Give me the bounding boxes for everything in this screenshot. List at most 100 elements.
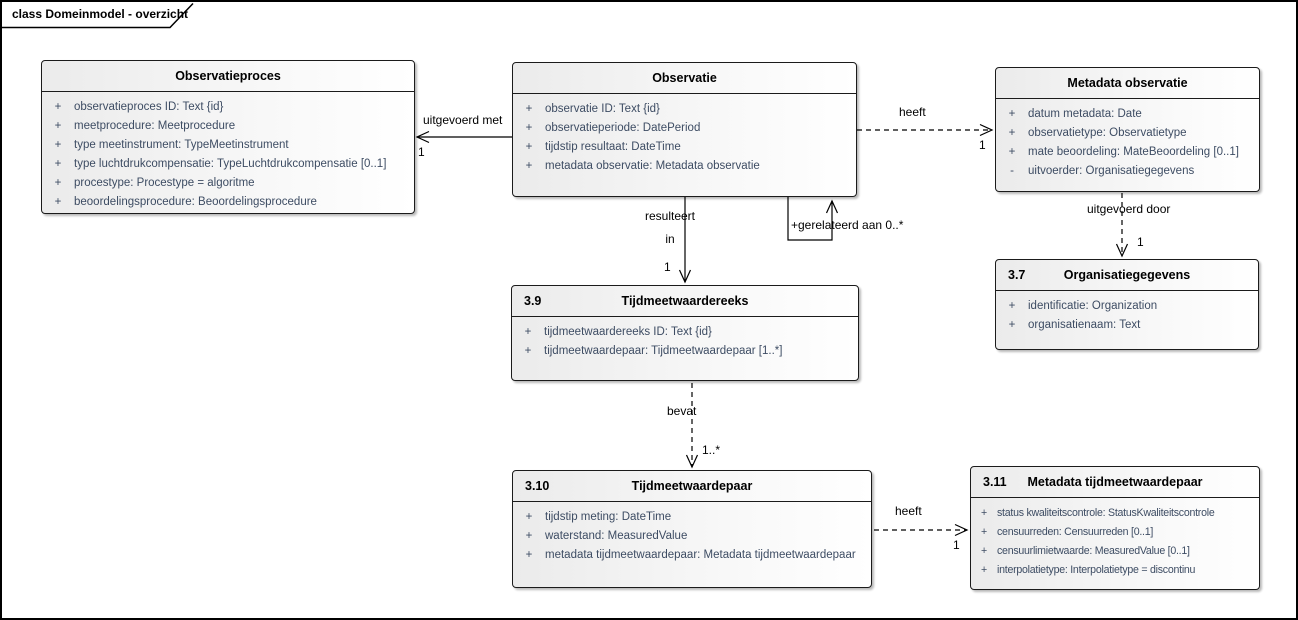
visibility-marker: + [981,526,987,538]
attribute-row: +type luchtdrukcompensatie: TypeLuchtdru… [42,155,412,174]
edge-label-bevat: bevat [667,404,697,418]
visibility-marker: + [54,101,62,113]
attribute-row: +identificatie: Organization [996,297,1256,316]
class-observatie[interactable]: Observatie +observatie ID: Text {id}+obs… [512,62,857,197]
visibility-marker: - [1010,165,1014,177]
attribute-text: tijdstip meting: DateTime [545,511,672,523]
visibility-marker: + [525,511,533,523]
attribute-text: metadata observatie: Metadata observatie [545,160,760,172]
class-tijdmeetwaardepaar[interactable]: 3.10 Tijdmeetwaardepaar +tijdstip meting… [512,470,872,588]
attribute-row: + tijdmeetwaardepaar: Tijdmeetwaardepaar … [512,342,856,361]
visibility-marker: + [525,549,533,561]
attribute-row: + datum metadata: Date [996,105,1257,124]
visibility-marker: + [54,177,62,189]
attribute-row: + procestype: Procestype = algoritme [42,174,412,193]
class-metadata-observatie[interactable]: Metadata observatie + datum metadata: Dat… [995,67,1260,192]
class-title: Metadata tijdmeetwaardepaar [1027,475,1203,489]
attribute-text: observatietype: Observatietype [1028,127,1187,139]
edge-label-uitgevoerd-met: uitgevoerd met [423,113,503,127]
attribute-row: + tijdstip meting: DateTime [513,508,869,527]
attribute-row: + beoordelingsprocedure: Beoordelingsproc… [42,193,412,212]
attribute-row: +censuurreden: Censuurreden [0..1] [971,523,1257,542]
attribute-text: organisatienaam: Text [1028,319,1141,331]
visibility-marker: + [54,196,62,208]
attribute-text: meetprocedure: Meetprocedure [74,120,236,132]
attribute-text: identificatie: Organization [1028,300,1158,312]
visibility-marker: + [54,120,62,132]
class-tijdmeetwaardereeks[interactable]: 3.9 Tijdmeetwaardereeks + tijdmeetwaarder… [511,285,859,381]
visibility-marker: + [525,160,533,172]
class-number: 3.11 [983,475,1007,489]
attribute-text: type meetinstrument: TypeMeetinstrument [74,139,289,151]
attribute-list: +observatie ID: Text {id}+observatieperi… [513,94,856,176]
visibility-marker: + [981,507,987,519]
multiplicity-resulteert-in: 1 [664,260,671,274]
attribute-row: + metadata tijdmeetwaardepaar: Metadata t… [513,546,869,565]
multiplicity-heeft-paar: 1 [953,538,960,552]
class-number: 3.9 [524,294,542,308]
class-title: Metadata observatie [1067,76,1188,90]
edge-gerelateerd-aan-self[interactable] [787,197,839,241]
visibility-marker: + [525,530,533,542]
multiplicity-heeft-observatie: 1 [979,138,986,152]
class-number: 3.7 [1008,268,1026,282]
class-metadata-tijdmeetwaardepaar[interactable]: 3.11 Metadata tijdmeetwaardepaar +status… [970,466,1260,590]
class-title: Organisatiegegevens [1063,268,1191,282]
attribute-list: +status kwaliteitscontrole: StatusKwalit… [971,498,1259,580]
attribute-text: uitvoerder: Organisatiegegevens [1028,165,1195,177]
attribute-text: observatie ID: Text {id} [545,103,660,115]
attribute-text: observatieproces ID: Text {id} [74,101,224,113]
attribute-row: + interpolatietype: Interpolatietype = di… [971,561,1257,580]
attribute-row: + tijdmeetwaardereeks ID: Text {id} [512,323,856,342]
attribute-list: + tijdstip meting: DateTime + waterstand: M… [513,502,871,565]
edge-label-resulteert-in: resulteert in [631,205,709,251]
edge-label-uitgevoerd-door: uitgevoerd door [1087,202,1171,216]
attribute-row: - uitvoerder: Organisatiegegevens [996,162,1257,181]
edge-label-line1: resulteert [644,209,696,223]
visibility-marker: + [1008,127,1016,139]
attribute-text: tijdmeetwaardepaar: Tijdmeetwaardepaar [… [544,345,783,357]
multiplicity-uitgevoerd-door: 1 [1137,235,1144,249]
visibility-marker: + [981,564,987,576]
class-title: Tijdmeetwaardepaar [631,479,753,493]
class-observatieproces[interactable]: Observatieproces + observatieproces ID: T… [41,60,415,214]
class-header: Observatieproces [42,61,414,92]
edge-label-heeft-observatie: heeft [899,105,926,119]
attribute-text: censuurlimietwaarde: MeasuredValue [0..1… [997,545,1190,557]
attribute-text: metadata tijdmeetwaardepaar: Metadata ti… [545,549,856,561]
multiplicity-uitgevoerd-met: 1 [418,145,425,159]
multiplicity-bevat: 1..* [702,443,721,457]
attribute-row: + type meetinstrument: TypeMeetinstrument [42,136,412,155]
frame-title: class Domeinmodel - overzicht [12,7,189,21]
attribute-list: + tijdmeetwaardereeks ID: Text {id} + tijdm… [512,317,858,361]
class-header: 3.7 Organisatiegegevens [996,260,1258,291]
visibility-marker: + [981,545,987,557]
visibility-marker: + [1008,108,1016,120]
visibility-marker: + [524,326,532,338]
attribute-row: + censuurlimietwaarde: MeasuredValue [0..… [971,542,1257,561]
visibility-marker: + [54,139,62,151]
attribute-row: + observatieproces ID: Text {id} [42,98,412,117]
attribute-text: waterstand: MeasuredValue [545,530,688,542]
attribute-text: type luchtdrukcompensatie: TypeLuchtdruk… [74,158,387,170]
attribute-list: + datum metadata: Date + observatietype: Ob… [996,99,1259,181]
visibility-marker: + [525,141,533,153]
attribute-text: procestype: Procestype = algoritme [74,177,255,189]
attribute-text: observatieperiode: DatePeriod [545,122,701,134]
class-header: 3.9 Tijdmeetwaardereeks [512,286,858,317]
attribute-text: tijdmeetwaardereeks ID: Text {id} [544,326,712,338]
attribute-text: interpolatietype: Interpolatietype = dis… [997,564,1196,576]
attribute-text: mate beoordeling: MateBeoordeling [0..1] [1028,146,1239,158]
class-title: Tijdmeetwaardereeks [621,294,749,308]
attribute-row: +observatie ID: Text {id} [513,100,854,119]
visibility-marker: + [524,345,532,357]
attribute-row: +tijdstip resultaat: DateTime [513,138,854,157]
visibility-marker: + [1008,319,1016,331]
attribute-text: beoordelingsprocedure: Beoordelingsproce… [74,196,317,208]
class-organisatiegegevens[interactable]: 3.7 Organisatiegegevens +identificatie: … [995,259,1259,350]
attribute-row: +status kwaliteitscontrole: StatusKwalit… [971,504,1257,523]
attribute-text: datum metadata: Date [1028,108,1142,120]
attribute-list: +identificatie: Organization + organisatie… [996,291,1258,335]
